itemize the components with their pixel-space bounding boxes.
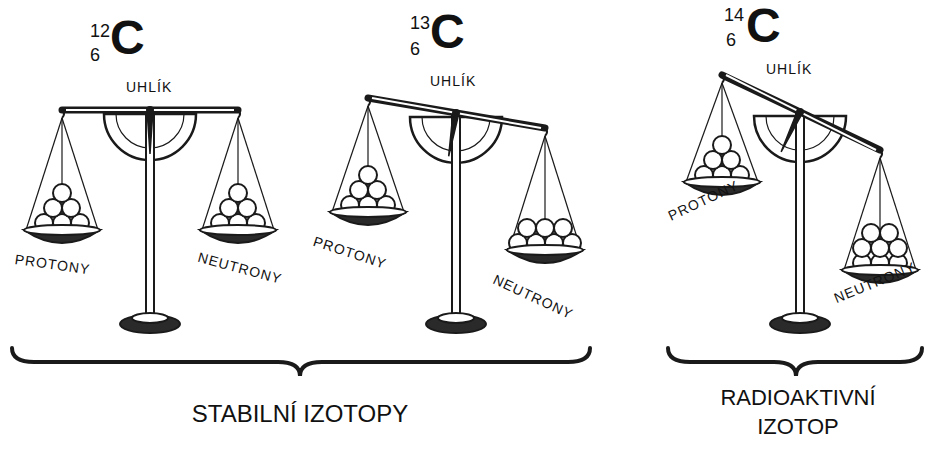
element-name: UHLÍK [430,74,476,88]
scale-post [146,110,154,318]
particle-ball [536,219,554,237]
element-symbol: C [430,8,465,56]
particle-ball [53,184,71,202]
scale-pan [684,75,760,195]
particle-ball [880,224,898,242]
hook [238,110,240,118]
proton-number: 6 [726,31,736,49]
balance-scale [684,75,918,333]
group-label: STABILNÍ IZOTOPY [170,398,430,429]
particle-label: NEUTRONY [196,250,283,286]
pan-rim [24,225,100,235]
hook [545,128,547,136]
pivot [452,109,460,117]
balance-scale [24,106,276,333]
particle-ball [554,219,572,237]
scale-base-top [438,313,474,323]
hook [368,98,370,106]
particle-ball [862,224,880,242]
particle-label: NEUTRONY [832,260,918,305]
scale-pan [200,110,276,243]
pivot [796,108,804,116]
scale-base-top [782,313,818,323]
proton-number: 6 [90,46,100,64]
scale-beam [722,75,880,150]
particle-ball [518,219,536,237]
particle-ball [229,184,247,202]
particle-label: PROTONY [312,234,389,271]
scale-needle [147,110,153,154]
group-label: RADIOAKTIVNÍ IZOTOP [698,384,898,441]
scale-needle [449,113,459,156]
element-symbol: C [746,2,781,50]
mass-number: 13 [410,14,430,32]
particle-ball [713,136,731,154]
particle-label: PROTONY [14,252,91,276]
pivot [146,106,154,114]
scale-beam-light [372,98,541,128]
particle-ball [359,166,377,184]
pan-rim [507,245,583,255]
hook [722,75,724,83]
scale-beam-light [726,75,876,150]
proton-number: 6 [410,40,420,58]
scale-base-top [132,313,168,323]
element-name: UHLÍK [126,80,172,94]
scale-post [452,113,460,318]
pan-rim [330,207,406,217]
hook [880,150,882,158]
scale-pan [330,98,406,225]
scale-post [796,112,804,318]
pan-rim [200,225,276,235]
curly-bracket [668,348,922,376]
element-name: UHLÍK [766,62,812,76]
mass-number: 14 [724,6,744,24]
mass-number: 12 [90,22,110,40]
particle-label: NEUTRONY [491,272,575,321]
scale-beam [62,107,238,114]
balance-scale [330,98,583,333]
particle-label: PROTONY [666,178,741,223]
element-symbol: C [110,14,145,62]
scale-pan [507,128,583,263]
hook [62,110,64,118]
scale-beam [368,98,545,128]
curly-bracket [12,348,590,376]
scale-pan [24,110,100,243]
scale-needle [781,112,803,152]
